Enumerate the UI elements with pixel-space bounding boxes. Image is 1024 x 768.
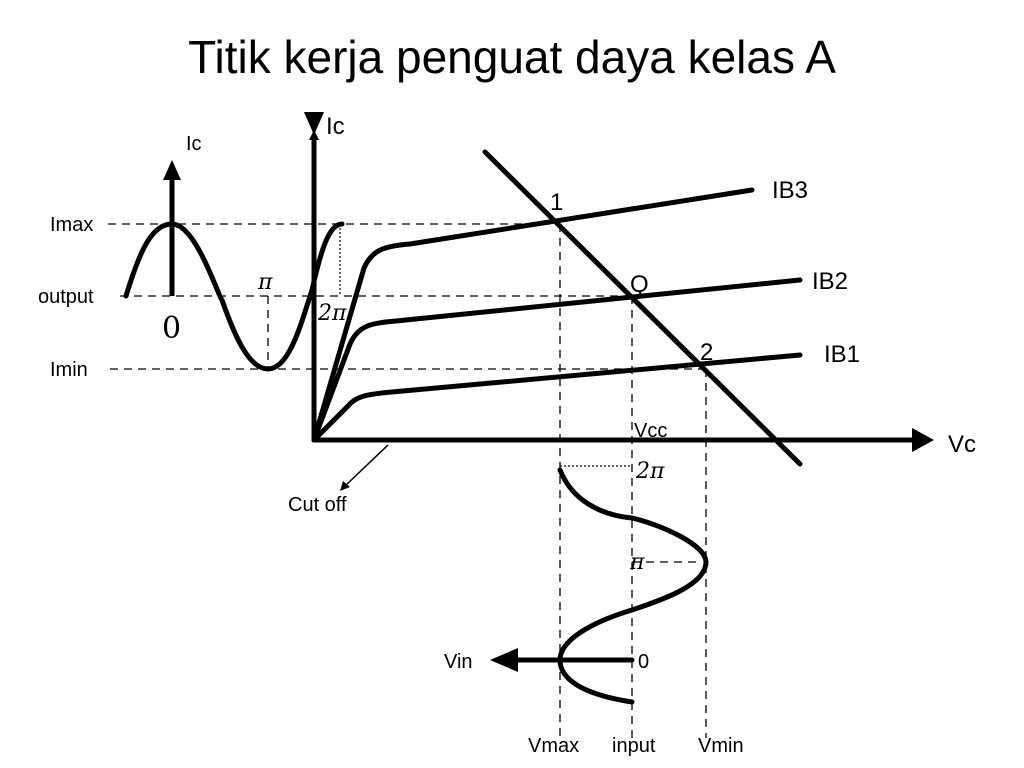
- point-q-label: Q: [630, 271, 649, 298]
- cut-off-label: Cut off: [288, 494, 347, 516]
- input-pi-label: π: [629, 550, 645, 575]
- imin-label: Imin: [50, 359, 88, 381]
- output-ic-arrow-icon: [163, 160, 181, 180]
- point-1-label: 1: [550, 189, 563, 216]
- output-pi-label: π: [257, 270, 273, 295]
- output-label: output: [38, 286, 94, 308]
- input-zero-label: 0: [638, 651, 649, 673]
- output-ic-label: Ic: [186, 133, 202, 155]
- imax-label: Imax: [50, 214, 93, 236]
- vmin-label: Vmin: [698, 735, 744, 757]
- output-waveform: [123, 221, 345, 372]
- ic-axis-label: Ic: [326, 113, 345, 140]
- vc-axis-label: Vc: [948, 431, 976, 458]
- ib3-label: IB3: [772, 177, 808, 204]
- cut-off-pointer: [344, 444, 389, 487]
- ib2-label: IB2: [812, 268, 848, 295]
- input-label: input: [612, 735, 656, 757]
- output-zero-label: 0: [162, 311, 181, 346]
- input-two-pi-label: 2π: [635, 459, 665, 484]
- page-title: Titik kerja penguat daya kelas A: [188, 31, 836, 83]
- ib3-curve: [311, 187, 755, 443]
- ic-axis-arrow-icon: [304, 112, 324, 135]
- point-2-label: 2: [700, 339, 713, 366]
- vc-axis-arrow-icon: [912, 428, 934, 452]
- ib1-label: IB1: [824, 341, 860, 368]
- ib1-curve: [311, 352, 803, 443]
- load-line: [482, 149, 803, 467]
- ib2-curve: [311, 277, 803, 443]
- vmax-label: Vmax: [528, 735, 579, 757]
- vin-arrow-icon: [490, 648, 518, 672]
- output-two-pi-label: 2π: [317, 301, 347, 326]
- vcc-label: Vcc: [634, 420, 667, 442]
- cut-off-arrow-icon: [340, 481, 350, 491]
- input-waveform: [557, 467, 709, 705]
- vin-label: Vin: [444, 651, 473, 673]
